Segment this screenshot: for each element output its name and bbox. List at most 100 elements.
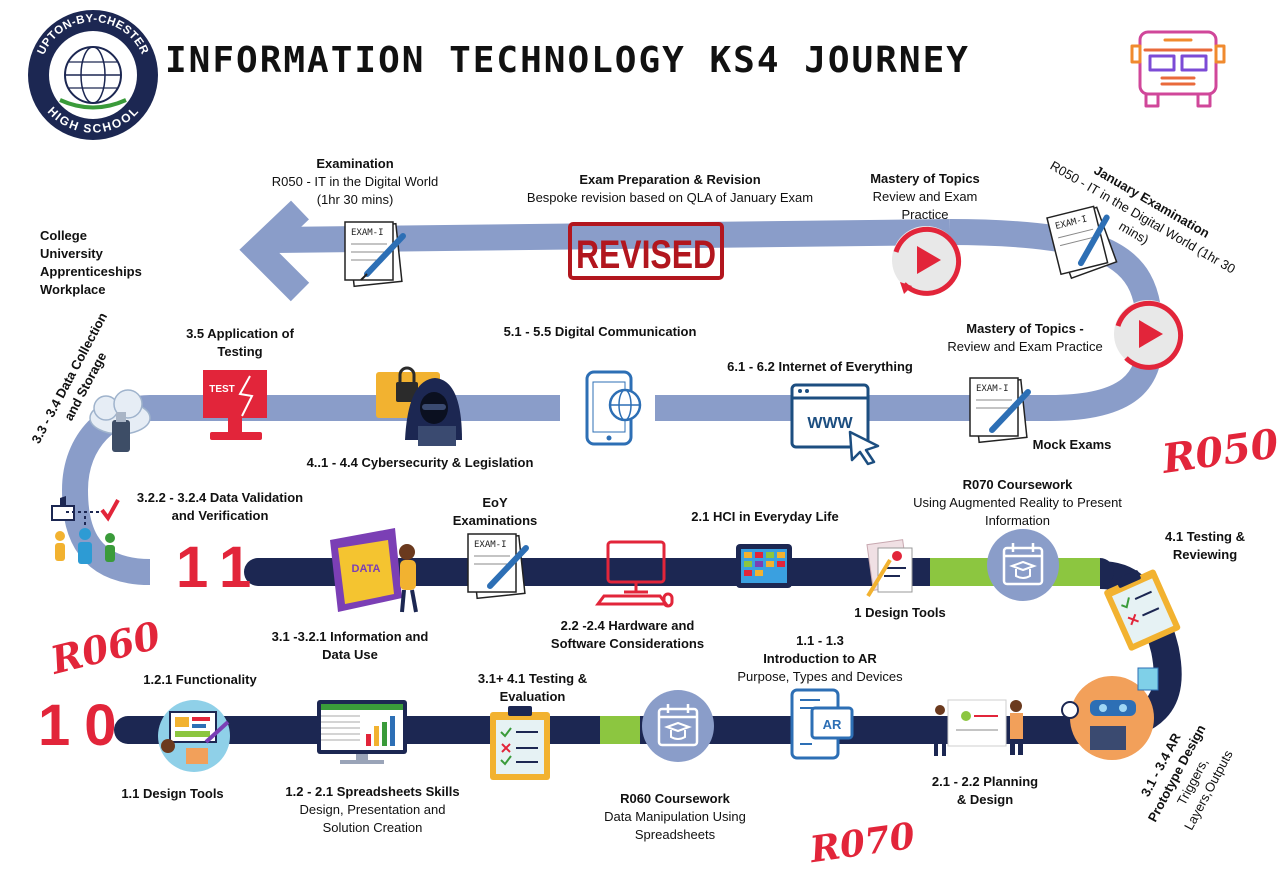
test-label: TEST xyxy=(209,384,235,395)
hardware-software-label: 2.2 -2.4 Hardware and Software Considera… xyxy=(535,617,720,653)
design-tools-top-label: 1 Design Tools xyxy=(854,605,946,620)
exam-paper-icon-january: EXAM-I xyxy=(1046,205,1118,280)
application-testing-line2: Testing xyxy=(217,344,263,359)
revised-stamp-text: REVISED xyxy=(576,233,716,277)
cybersecurity-label: 4..1 - 4.4 Cybersecurity & Legislation xyxy=(306,455,534,470)
exam-paper-label: EXAM-I xyxy=(351,228,384,238)
spreadsheets-skills-label: 1.2 - 2.1 Spreadsheets Skills Design, Pr… xyxy=(270,783,475,837)
r070-coursework-line2: Information xyxy=(984,513,1051,528)
eoy-exams-label: EoY Examinations xyxy=(440,494,550,530)
destination-item: University xyxy=(40,246,103,261)
examination-label: Examination R050 - IT in the Digital Wor… xyxy=(250,155,460,209)
year-11-marker: 11 xyxy=(176,535,266,600)
mastery-topics-top-line1: Review and Exam xyxy=(872,189,978,204)
data-validation-label: 3.2.2 - 3.2.4 Data Validation and Verifi… xyxy=(120,489,320,525)
test-monitor-icon: TEST xyxy=(203,370,267,440)
hardware-software-line2: Software Considerations xyxy=(550,636,705,651)
destinations-list: College University Apprenticeships Workp… xyxy=(40,227,142,299)
coursework-calendar-icon-r060 xyxy=(642,690,714,762)
mastery-topics-top-title: Mastery of Topics xyxy=(870,171,980,186)
planning-design-line1: 2.1 - 2.2 Planning xyxy=(931,774,1039,789)
testing-evaluation-line2: Evaluation xyxy=(499,689,566,704)
planning-design-label: 2.1 - 2.2 Planning & Design xyxy=(915,773,1055,809)
www-label: WWW xyxy=(807,415,853,432)
exam-prep-desc: Bespoke revision based on QLA of January… xyxy=(526,190,814,205)
exam-paper-label: EXAM-I xyxy=(474,540,507,550)
testing-reviewing-label: 4.1 Testing & Reviewing xyxy=(1150,528,1260,564)
r060-coursework-title: R060 Coursework xyxy=(620,791,730,806)
review-play-icon-top xyxy=(892,226,962,296)
introduction-ar-line1: 1.1 - 1.3 xyxy=(796,633,844,648)
introduction-ar-line2: Introduction to AR xyxy=(763,651,877,666)
exam-prep-title: Exam Preparation & Revision xyxy=(579,172,761,187)
mock-exams-label: Mock Exams xyxy=(1032,437,1112,452)
r070-coursework-line1: Using Augmented Reality to Present xyxy=(913,495,1122,510)
application-testing-line1: 3.5 Application of xyxy=(186,326,294,341)
spreadsheets-skills-title: 1.2 - 2.1 Spreadsheets Skills xyxy=(285,784,460,799)
revised-stamp-icon: REVISED xyxy=(568,222,724,280)
functionality-label: 1.2.1 Functionality xyxy=(143,672,257,687)
information-data-use-line1: 3.1 -3.2.1 Information and xyxy=(271,629,429,644)
testing-clipboard-icon-right xyxy=(1104,569,1181,651)
internet-of-everything-label: 6.1 - 6.2 Internet of Everything xyxy=(727,359,913,374)
exam-paper-icon-mock: EXAM-I xyxy=(969,377,1031,444)
mastery-topics-mid-label: Mastery of Topics - Review and Exam Prac… xyxy=(940,320,1110,356)
r060-coursework-line2: Spreadsheets xyxy=(634,827,716,842)
tablet-hci-icon xyxy=(736,544,792,588)
r070-coursework-title: R070 Coursework xyxy=(962,477,1073,492)
hardware-software-line1: 2.2 -2.4 Hardware and xyxy=(560,618,695,633)
eoy-exams-line1: EoY xyxy=(482,495,508,510)
smartphone-globe-icon xyxy=(585,370,642,446)
exam-paper-label: EXAM-I xyxy=(976,384,1009,394)
examination-line1: R050 - IT in the Digital World xyxy=(271,174,439,189)
mastery-topics-top-label: Mastery of Topics Review and Exam Practi… xyxy=(855,170,995,224)
testing-reviewing-line2: Reviewing xyxy=(1172,547,1238,562)
hci-label: 2.1 HCI in Everyday Life xyxy=(691,509,839,524)
r060-coursework-label: R060 Coursework Data Manipulation Using … xyxy=(585,790,765,844)
destination-item: Workplace xyxy=(40,282,106,297)
data-validation-line1: 3.2.2 - 3.2.4 Data Validation xyxy=(136,490,304,505)
mastery-topics-mid-desc: Review and Exam Practice xyxy=(947,339,1103,354)
school-bus-icon xyxy=(1130,30,1226,108)
exam-paper-icon-top: EXAM-I xyxy=(344,221,406,288)
examination-line2: (1hr 30 mins) xyxy=(316,192,394,207)
mastery-topics-mid-title: Mastery of Topics - xyxy=(966,321,1084,336)
ar-label: AR xyxy=(823,717,842,732)
planning-team-icon xyxy=(934,699,1023,756)
data-validation-line2: and Verification xyxy=(171,508,269,523)
cloud-usb-icon xyxy=(89,389,151,452)
destination-item: College xyxy=(40,228,87,243)
information-data-use-label: 3.1 -3.2.1 Information and Data Use xyxy=(255,628,445,664)
exam-paper-icon-eoy: EXAM-I xyxy=(467,533,529,600)
introduction-ar-desc: Purpose, Types and Devices xyxy=(737,669,903,684)
data-validation-people-icon xyxy=(51,496,120,564)
planning-design-line2: & Design xyxy=(956,792,1014,807)
desktop-computer-icon xyxy=(595,540,674,608)
page-title: INFORMATION TECHNOLOGY KS4 JOURNEY xyxy=(165,40,970,81)
examination-title: Examination xyxy=(316,156,394,171)
design-tools-icon-top xyxy=(866,539,913,598)
spreadsheet-monitor-icon xyxy=(317,700,407,764)
school-logo: UPTON-BY-CHESTER HIGH SCHOOL xyxy=(28,10,158,140)
testing-evaluation-line1: 3.1+ 4.1 Testing & xyxy=(477,671,588,686)
ar-headset-person-icon xyxy=(1061,667,1159,760)
design-tools-icon-bottom xyxy=(158,700,230,772)
application-testing-label: 3.5 Application of Testing xyxy=(165,325,315,361)
r070-coursework-label: R070 Coursework Using Augmented Reality … xyxy=(900,476,1135,530)
ar-phone-icon: AR xyxy=(790,688,854,760)
mastery-topics-top-line2: Practice xyxy=(901,207,949,222)
destination-item: Apprenticeships xyxy=(40,264,142,279)
www-browser-icon: WWW xyxy=(790,383,880,466)
digital-communication-label: 5.1 - 5.5 Digital Communication xyxy=(503,324,697,339)
data-book-label: DATA xyxy=(352,563,381,575)
year-10-marker: 10 xyxy=(38,693,131,758)
information-data-use-line2: Data Use xyxy=(322,647,378,662)
testing-clipboard-icon-bottom xyxy=(490,706,550,780)
introduction-ar-label: 1.1 - 1.3 Introduction to AR Purpose, Ty… xyxy=(725,632,915,686)
track-right-curve-upper xyxy=(949,219,1164,421)
track-arrow-head xyxy=(239,200,310,302)
cybersecurity-hacker-icon xyxy=(376,366,462,446)
spreadsheets-skills-line1: Design, Presentation and xyxy=(299,802,446,817)
eoy-exams-line2: Examinations xyxy=(452,513,538,528)
